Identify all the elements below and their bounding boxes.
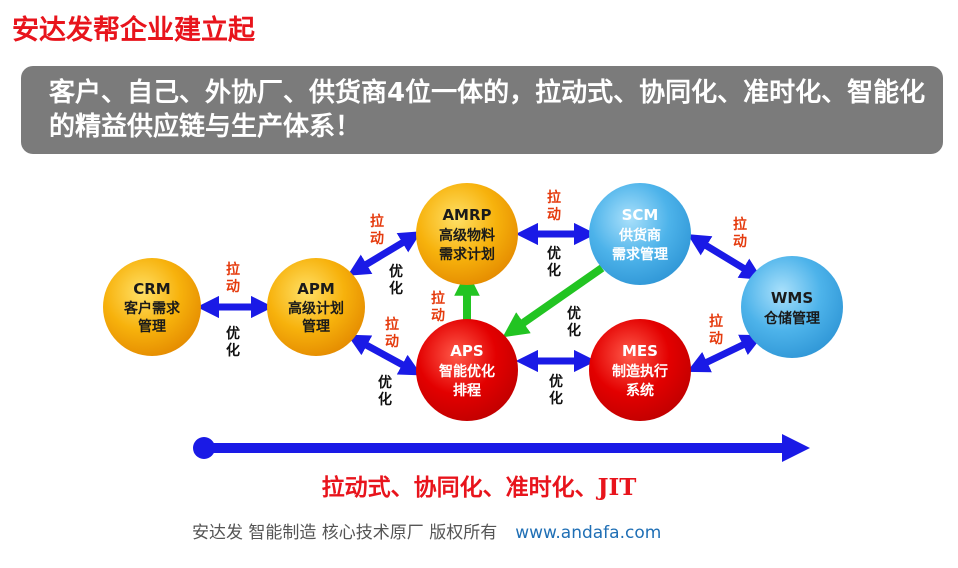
node-scm-line2: 需求管理: [612, 246, 668, 263]
label-pull: 拉动: [547, 189, 561, 223]
bottom-slogan: 拉动式、协同化、准时化、JIT: [321, 474, 637, 501]
node-wms-line1: 仓储管理: [763, 310, 820, 327]
apm-amrp-arrow: [347, 231, 422, 276]
node-crm-line2: 管理: [138, 318, 166, 335]
node-crm-name: CRM: [133, 280, 171, 298]
node-amrp: AMRP 高级物料 需求计划: [416, 183, 518, 285]
node-scm: SCM 供货商 需求管理: [589, 183, 691, 285]
apm-aps-arrow: [347, 334, 422, 376]
node-wms-name: WMS: [771, 289, 813, 307]
node-apm-name: APM: [297, 280, 335, 298]
node-aps-name: APS: [450, 342, 483, 360]
node-crm: CRM 客户需求 管理: [103, 258, 201, 356]
slogan-banner: 客户、自己、外协厂、供货商4位一体的，拉动式、协同化、准时化、智能化的精益供应链…: [21, 66, 943, 154]
label-pull: 拉动: [226, 261, 240, 295]
slogan-text: 客户、自己、外协厂、供货商4位一体的，拉动式、协同化、准时化、智能化的精益供应链…: [49, 78, 926, 142]
label-pull: 拉动: [385, 316, 399, 350]
connector-labels: 拉动 优化 拉动 优化 拉动 优化 拉动 拉动 优化 优化 优化 拉动 拉动: [226, 189, 747, 408]
connectors: [196, 222, 764, 376]
scm-wms-arrow: [687, 234, 763, 280]
label-pull: 拉动: [370, 213, 384, 247]
node-scm-name: SCM: [622, 206, 659, 224]
label-pull: 拉动: [431, 290, 445, 324]
node-mes-line1: 制造执行: [612, 363, 668, 380]
label-optimize: 优化: [378, 374, 392, 408]
node-scm-line1: 供货商: [618, 227, 661, 244]
scm-aps-arrow: [502, 264, 605, 338]
label-optimize: 优化: [389, 263, 403, 297]
node-mes: MES 制造执行 系统: [589, 319, 691, 421]
label-pull: 拉动: [733, 216, 747, 250]
node-apm-line2: 管理: [302, 318, 330, 335]
node-amrp-name: AMRP: [442, 206, 491, 224]
node-mes-line2: 系统: [626, 382, 654, 399]
node-mes-name: MES: [622, 342, 658, 360]
label-optimize: 优化: [226, 325, 240, 359]
node-amrp-line1: 高级物料: [439, 227, 495, 244]
label-optimize: 优化: [547, 245, 561, 279]
node-apm: APM 高级计划 管理: [267, 258, 365, 356]
footer: 安达发 智能制造 核心技术原厂 版权所有 www.andafa.com: [192, 518, 661, 543]
timeline-arrow: [193, 434, 810, 462]
node-amrp-line2: 需求计划: [439, 246, 495, 263]
node-wms: WMS 仓储管理: [741, 256, 843, 358]
node-aps-line1: 智能优化: [438, 363, 495, 380]
node-apm-line1: 高级计划: [288, 300, 344, 317]
node-aps-line2: 排程: [453, 382, 481, 399]
node-aps: APS 智能优化 排程: [416, 319, 518, 421]
footer-text: 安达发 智能制造 核心技术原厂 版权所有: [192, 523, 498, 543]
node-crm-line1: 客户需求: [123, 300, 181, 317]
label-optimize: 优化: [567, 305, 581, 339]
label-optimize: 优化: [549, 373, 563, 407]
label-pull: 拉动: [709, 313, 723, 347]
mes-wms-arrow: [686, 334, 764, 373]
footer-url[interactable]: www.andafa.com: [515, 523, 662, 543]
page-title: 安达发帮企业建立起: [12, 15, 255, 46]
